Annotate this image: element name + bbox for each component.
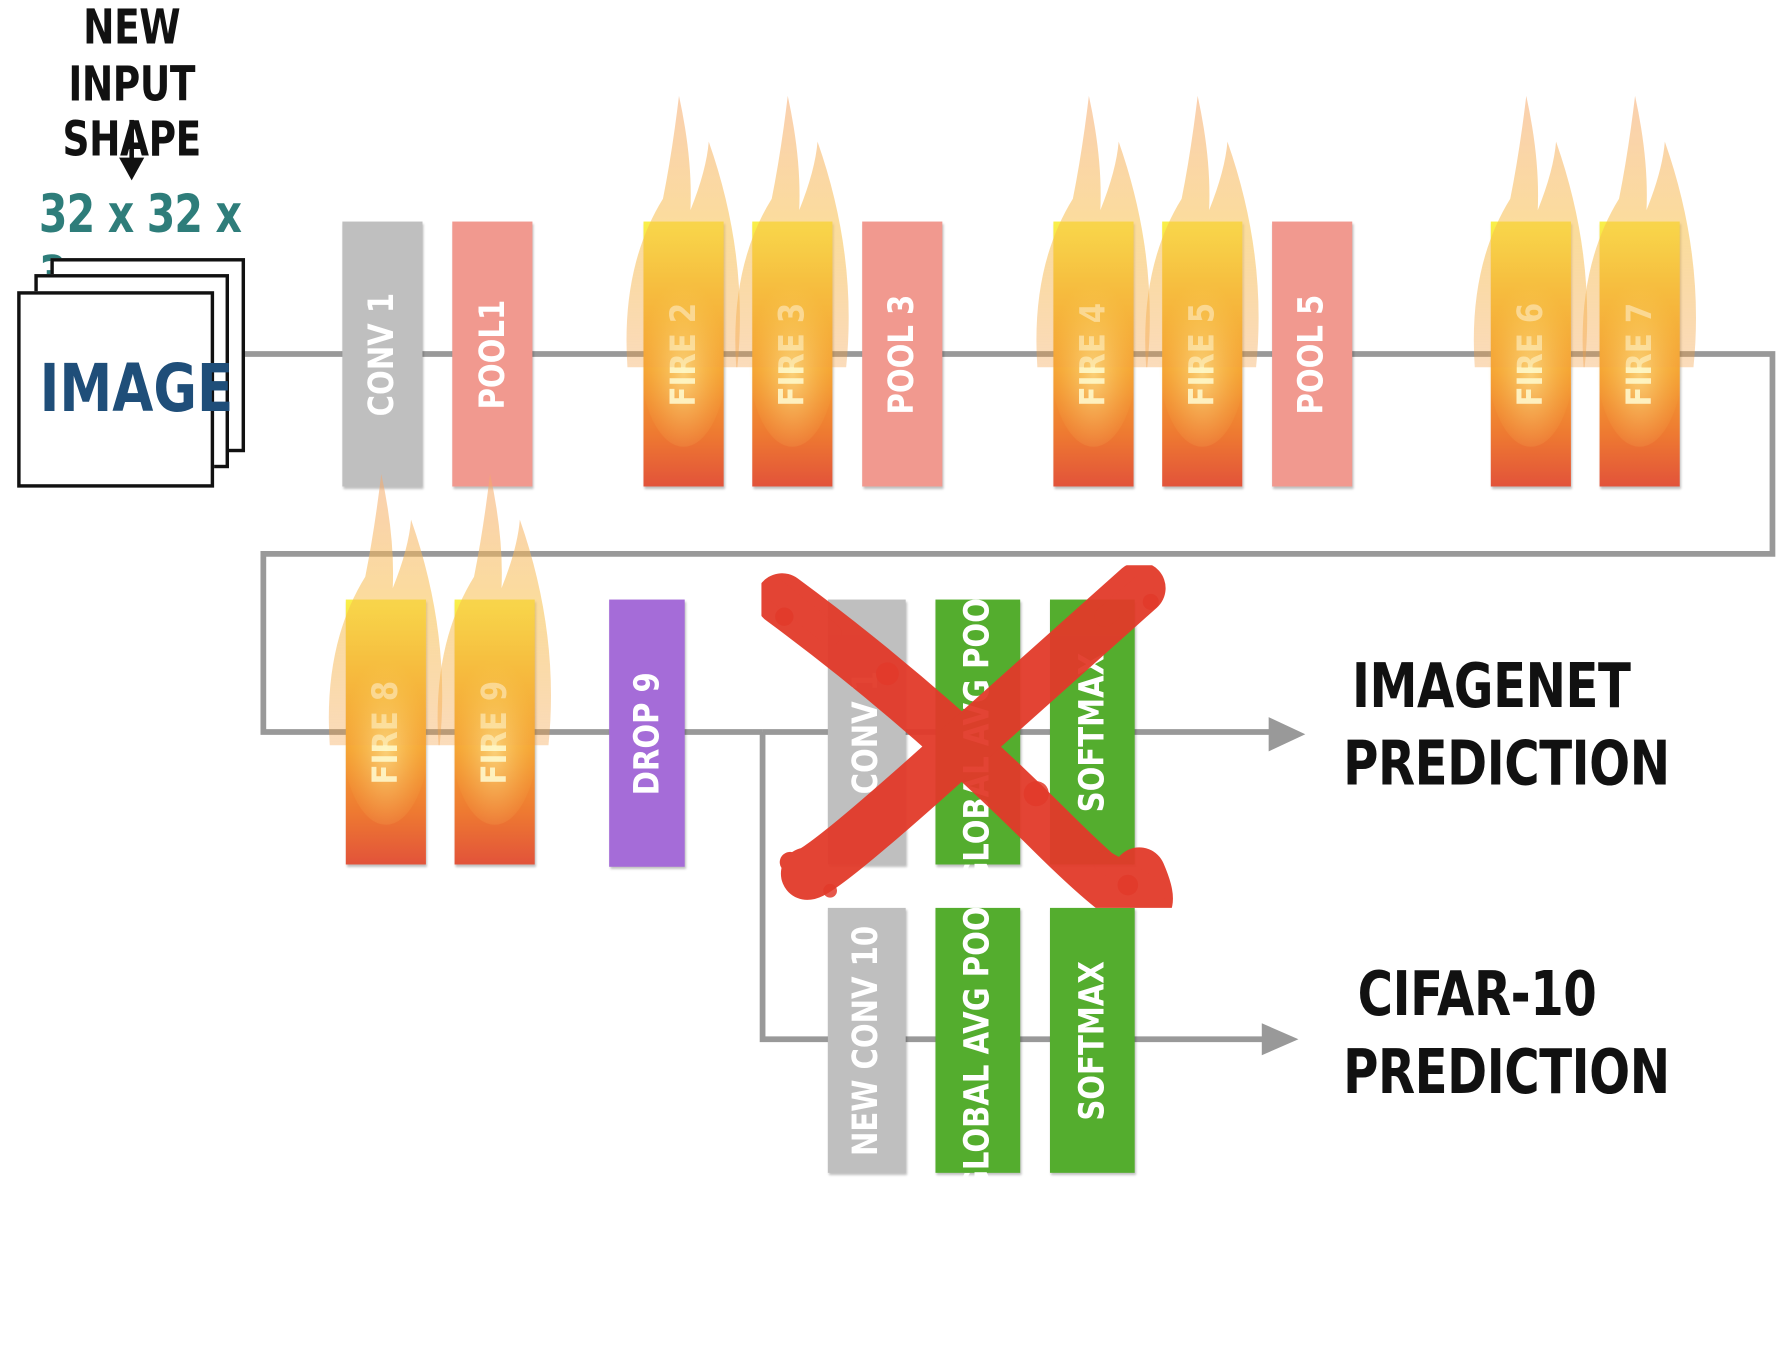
layer-new-conv10: NEW CONV 10 [827,907,906,1173]
cifar-arrow-icon [1261,1023,1299,1056]
imagenet-prediction-line1: IMAGENET [1352,649,1631,722]
image-label: IMAGE [39,349,234,428]
cifar-prediction-line2: PREDICTION [1343,1035,1670,1108]
layer-fire2: FIRE 2 [643,221,724,487]
layer-fire2-label: FIRE 2 [663,302,704,406]
layer-new-softmax-label: SOFTMAX [1072,960,1113,1121]
layer-pool3-label: POOL 3 [882,294,923,414]
image-card-front: IMAGE [17,291,234,488]
layer-fire4: FIRE 4 [1053,221,1134,487]
layer-pool5: POOL 5 [1272,221,1353,487]
layer-fire9-label: FIRE 9 [474,680,515,784]
layer-drop9: DROP 9 [609,599,685,867]
layer-new-conv10-label: NEW CONV 10 [846,925,887,1156]
header-line-input-shape: INPUT SHAPE [62,55,202,167]
layer-drop9-label: DROP 9 [626,671,667,795]
layer-pool5-label: POOL 5 [1292,294,1333,414]
imagenet-arrow-icon [1268,717,1306,752]
layer-fire5: FIRE 5 [1162,221,1243,487]
layer-new-softmax: SOFTMAX [1049,907,1135,1173]
layer-fire4-label: FIRE 4 [1073,302,1114,406]
layer-new-global-avg-pool-label: GLOBAL AVG POOL [957,887,998,1194]
layer-new-global-avg-pool: GLOBAL AVG POOL [935,887,1021,1193]
layer-fire3: FIRE 3 [752,221,833,487]
layer-fire6: FIRE 6 [1490,221,1571,487]
layer-pool1: POOL1 [452,221,533,487]
layer-pool3: POOL 3 [862,221,943,487]
layer-fire3-label: FIRE 3 [772,302,813,406]
arrow-down-head [119,157,145,181]
layer-fire7: FIRE 7 [1599,221,1680,487]
header-line-new: NEW [83,0,181,55]
layer-fire5-label: FIRE 5 [1182,302,1223,406]
layer-fire8: FIRE 8 [345,599,426,865]
layer-conv1-label: CONV 1 [362,292,403,416]
layer-fire7-label: FIRE 7 [1619,302,1660,406]
layer-fire9: FIRE 9 [454,599,535,865]
imagenet-prediction-line2: PREDICTION [1343,727,1670,800]
layer-pool1-label: POOL1 [472,299,513,409]
layer-fire6-label: FIRE 6 [1510,302,1551,406]
cifar-prediction-line1: CIFAR-10 [1357,958,1597,1031]
layer-conv1: CONV 1 [342,221,423,487]
layer-fire8-label: FIRE 8 [365,680,406,784]
red-x-icon [761,565,1173,908]
